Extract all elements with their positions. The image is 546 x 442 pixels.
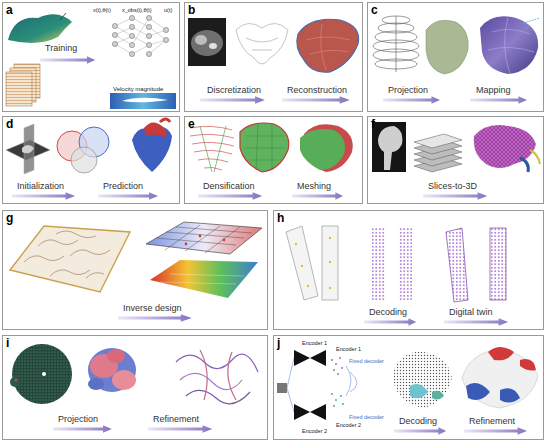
step-label: Refinement: [153, 414, 199, 424]
figure-panel: jEncoder 1Encoder 1Fixed decoderDecoding…: [273, 335, 544, 440]
panel-letter: g: [6, 212, 13, 226]
panel-letter: e: [188, 118, 195, 132]
annotation-text: Fixed decoder: [349, 358, 384, 364]
figure-panel: dInitialization Prediction: [2, 116, 180, 204]
annotation-text: x(t),θ(t): [93, 7, 111, 13]
panel-j-art: [277, 347, 538, 435]
figure-panel: gInverse design: [2, 210, 268, 330]
step-label: Initialization: [17, 181, 64, 191]
panel-letter: d: [6, 118, 13, 132]
annotation-text: Encoder 1: [302, 340, 327, 346]
figure-panel: cProjection Mapping: [367, 2, 544, 112]
annotation-text: Fixed decoder: [349, 414, 384, 420]
figure-panel: hDecoding Digital twin: [273, 210, 544, 330]
panel-letter: j: [277, 337, 280, 351]
panel-letter: h: [277, 212, 284, 226]
panel-f-art: [372, 122, 540, 200]
annotation-text: Velocity magnitude: [113, 86, 163, 93]
step-label: Refinement: [469, 416, 515, 426]
step-label: Decoding: [369, 307, 407, 317]
panel-g-art: [10, 222, 262, 322]
step-label: Projection: [58, 414, 98, 424]
step-label: Meshing: [297, 181, 331, 191]
step-label: Reconstruction: [287, 85, 347, 95]
panel-b-art: [188, 18, 359, 104]
step-label: Decoding: [399, 416, 437, 426]
annotation-text: u(t): [164, 7, 172, 13]
step-label: Training: [45, 43, 77, 53]
step-label: Densification: [203, 181, 255, 191]
panel-letter: b: [188, 4, 195, 18]
panel-letter: c: [371, 4, 378, 18]
step-label: Slices-to-3D: [428, 181, 477, 191]
figure-panel: fSlices-to-3D: [367, 116, 544, 204]
panel-a-art: [6, 13, 176, 109]
panel-e-art: [190, 123, 353, 200]
panel-h-art: [286, 226, 508, 326]
panel-i-art: [10, 344, 258, 433]
panel-letter: f: [371, 118, 375, 132]
panel-letter: a: [6, 4, 13, 18]
figure-panel: eDensification Meshing: [184, 116, 363, 204]
step-label: Digital twin: [449, 307, 493, 317]
step-label: Prediction: [103, 181, 143, 191]
annotation-text: Encoder 1: [336, 346, 361, 352]
panel-d-art: [6, 119, 172, 200]
annotation-text: x_obs(t),θ(t): [122, 7, 152, 13]
figure-panel: bDiscretization Reconstruction: [184, 2, 363, 112]
figure-panel: iProjection Refinement: [2, 335, 268, 440]
figure-panel: aTraining x(t),θ(t) x_obs(t),θ(t) u(t) Veloc…: [2, 2, 180, 112]
step-label: Discretization: [207, 85, 261, 95]
annotation-text: Encoder 2: [336, 422, 361, 428]
panel-c-art: [373, 16, 540, 104]
step-label: Projection: [388, 85, 428, 95]
annotation-text: Encoder 2: [302, 428, 327, 434]
step-label: Inverse design: [123, 303, 182, 313]
step-label: Mapping: [476, 85, 511, 95]
panel-letter: i: [6, 337, 9, 351]
